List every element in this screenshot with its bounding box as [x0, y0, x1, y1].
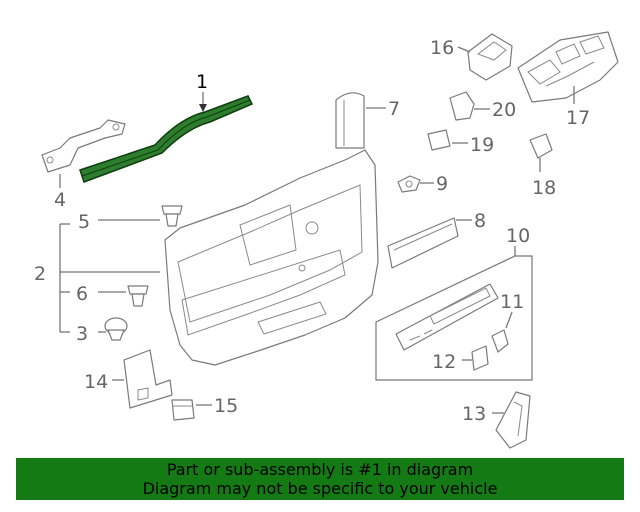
callout-3: 3	[76, 323, 88, 345]
part-2-door-trim-panel	[164, 149, 379, 366]
callout-20: 20	[492, 99, 516, 121]
part-19-switch	[427, 129, 451, 151]
callout-12: 12	[432, 351, 456, 373]
leader-16	[457, 46, 471, 53]
callout-2: 2	[34, 263, 46, 285]
callout-13: 13	[462, 403, 486, 425]
part-20-switch	[449, 91, 475, 121]
part-18-switch	[529, 133, 553, 159]
part-6-clip	[127, 285, 149, 307]
banner-line-1: Part or sub-assembly is #1 in diagram	[166, 460, 474, 479]
callout-1: 1	[196, 71, 208, 93]
callout-10: 10	[506, 225, 530, 247]
part-15-clip	[171, 399, 195, 421]
callout-6: 6	[76, 283, 88, 305]
part-16-switch	[467, 33, 513, 81]
part-3-push-pin	[104, 317, 128, 341]
banner-line-2: Diagram may not be specific to your vehi…	[142, 479, 498, 498]
part-11-clip	[491, 329, 509, 353]
callout-15: 15	[214, 395, 238, 417]
callout-9: 9	[436, 173, 448, 195]
callout-18: 18	[532, 177, 556, 199]
callout-14: 14	[84, 371, 108, 393]
part-17-master-switch	[517, 31, 619, 103]
part-5-clip	[161, 205, 183, 227]
part-13-bracket	[495, 391, 531, 449]
part-4-bracket	[41, 119, 126, 173]
part-7-cover	[335, 92, 365, 149]
callout-16: 16	[430, 37, 454, 59]
disclaimer-banner: Part or sub-assembly is #1 in diagram Di…	[16, 458, 624, 500]
callout-11: 11	[500, 291, 524, 313]
callout-19: 19	[470, 134, 494, 156]
callout-7: 7	[388, 98, 400, 120]
callout-5: 5	[78, 211, 90, 233]
part-9-nut-clip	[397, 175, 421, 193]
part-10-group-box	[375, 255, 533, 381]
parts-diagram: 1 4 2 5 6 3	[34, 31, 619, 449]
callout-17: 17	[566, 107, 590, 129]
callout-8: 8	[474, 210, 486, 232]
callout-4: 4	[54, 189, 66, 211]
part-1-weatherstrip[interactable]	[79, 95, 254, 183]
part-12-clip	[471, 345, 489, 371]
arrow-1	[199, 104, 207, 112]
part-8-bezel	[387, 217, 459, 269]
leader-11	[505, 311, 513, 329]
part-14-bracket	[123, 349, 173, 409]
part-10-switch-bezel	[395, 283, 499, 351]
